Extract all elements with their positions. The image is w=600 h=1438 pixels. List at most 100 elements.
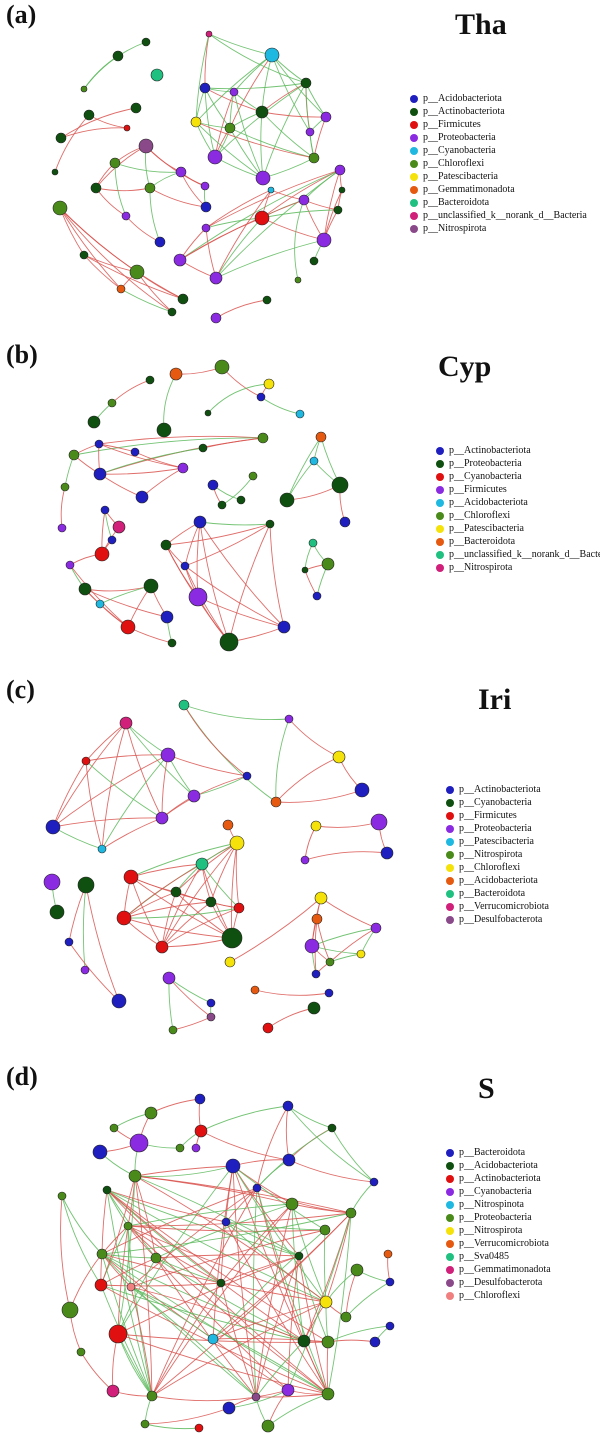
positive-edge bbox=[60, 107, 137, 139]
positive-edge bbox=[145, 145, 206, 187]
network-node bbox=[309, 456, 319, 466]
negative-edge bbox=[100, 1284, 305, 1342]
legend-label: p__Actinobacteriota bbox=[459, 784, 541, 795]
network-node bbox=[199, 82, 211, 94]
legend-swatch bbox=[446, 850, 454, 859]
positive-edge bbox=[150, 1098, 201, 1114]
positive-edge bbox=[303, 199, 339, 211]
positive-edge bbox=[304, 851, 388, 861]
legend-item: p__Gemmatimonadota bbox=[446, 1263, 551, 1276]
positive-edge bbox=[221, 366, 262, 398]
negative-edge bbox=[168, 977, 174, 1031]
negative-edge bbox=[130, 1286, 329, 1395]
network-node bbox=[267, 186, 275, 194]
network-node bbox=[193, 515, 207, 529]
nodes bbox=[57, 1093, 395, 1433]
network-node bbox=[301, 566, 309, 574]
legend-swatch bbox=[436, 446, 444, 455]
negative-edge bbox=[331, 1127, 375, 1183]
positive-edge bbox=[288, 1127, 333, 1161]
network-node bbox=[51, 168, 59, 176]
network-node bbox=[295, 409, 305, 419]
network-node bbox=[206, 998, 216, 1008]
negative-edge bbox=[232, 1165, 327, 1303]
positive-edge bbox=[54, 114, 90, 173]
negative-edge bbox=[101, 1212, 352, 1255]
network-node bbox=[207, 479, 219, 491]
legend-item: p__Nitrospirota bbox=[436, 561, 600, 574]
legend-label: p__Gemmatimonadota bbox=[459, 1264, 551, 1275]
network-node bbox=[45, 819, 61, 835]
positive-edge bbox=[101, 1189, 108, 1255]
legend-label: p__Nitrospirota bbox=[459, 1225, 523, 1236]
legend-item: p__Bacteroidota bbox=[410, 196, 587, 209]
positive-edge bbox=[200, 1130, 290, 1161]
network-node bbox=[261, 1419, 275, 1433]
network-node bbox=[107, 398, 117, 408]
network-node bbox=[194, 1124, 208, 1138]
network-node bbox=[123, 124, 131, 132]
positive-edge bbox=[106, 1189, 329, 1395]
legend-swatch bbox=[446, 1174, 454, 1183]
positive-edge bbox=[123, 917, 233, 939]
network-d bbox=[57, 1093, 395, 1433]
negative-edge bbox=[101, 1253, 257, 1398]
network-node bbox=[338, 186, 346, 194]
nodes bbox=[43, 699, 394, 1035]
network-node bbox=[333, 205, 343, 215]
legend-label: p__Chloroflexi bbox=[423, 158, 485, 169]
legend-item: p__Actinobacteriota bbox=[446, 783, 549, 796]
positive-edge bbox=[125, 722, 163, 819]
legend-item: p__Acidobacteriota bbox=[436, 496, 600, 509]
legend-item: p__Verrucomicrobiota bbox=[446, 1237, 551, 1250]
network-node bbox=[94, 1278, 108, 1292]
legend-swatch bbox=[410, 120, 418, 129]
legend-item: p__Patescibacteria bbox=[436, 522, 600, 535]
positive-edge bbox=[255, 1255, 300, 1398]
panel-letter: (c) bbox=[6, 675, 35, 704]
nodes bbox=[51, 30, 346, 324]
legend-label: p__Firmicutes bbox=[449, 484, 507, 495]
edges bbox=[54, 33, 343, 319]
positive-edge bbox=[125, 215, 161, 243]
network-node bbox=[383, 1249, 393, 1259]
network-node bbox=[311, 969, 321, 979]
negative-edge bbox=[114, 162, 182, 173]
legend-swatch bbox=[436, 511, 444, 520]
legend-swatch bbox=[446, 1291, 454, 1300]
panel-title: Iri bbox=[478, 683, 512, 716]
network-node bbox=[155, 940, 169, 954]
panel-title: Tha bbox=[455, 8, 507, 41]
panel-title: Cyp bbox=[438, 350, 492, 383]
network-node bbox=[143, 578, 159, 594]
network-node bbox=[305, 127, 315, 137]
negative-edge bbox=[130, 842, 238, 878]
legend-item: p__Firmicutes bbox=[446, 809, 549, 822]
legend-label: p__Bacteroidota bbox=[423, 197, 490, 208]
legend-swatch bbox=[410, 198, 418, 207]
positive-edge bbox=[315, 821, 380, 828]
positive-edge bbox=[183, 704, 248, 777]
positive-edge bbox=[155, 1254, 300, 1259]
negative-edge bbox=[260, 396, 301, 415]
network-node bbox=[140, 1419, 150, 1429]
legend-item: p__Cyanobacteria bbox=[410, 144, 587, 157]
network-node bbox=[205, 896, 217, 908]
network-node bbox=[324, 988, 334, 998]
negative-edge bbox=[155, 1257, 222, 1284]
negative-edge bbox=[82, 884, 87, 971]
legend-swatch bbox=[446, 915, 454, 924]
positive-edge bbox=[172, 1016, 212, 1031]
positive-edge bbox=[161, 937, 233, 948]
network-node bbox=[263, 378, 275, 390]
network-c bbox=[43, 699, 394, 1035]
legend-label: p__Nitrospirota bbox=[459, 849, 523, 860]
legend-swatch bbox=[410, 133, 418, 142]
network-node bbox=[61, 1301, 79, 1319]
positive-edge bbox=[134, 1165, 234, 1177]
negative-edge bbox=[252, 1187, 258, 1398]
network-node bbox=[173, 253, 187, 267]
negative-edge bbox=[225, 1221, 326, 1231]
